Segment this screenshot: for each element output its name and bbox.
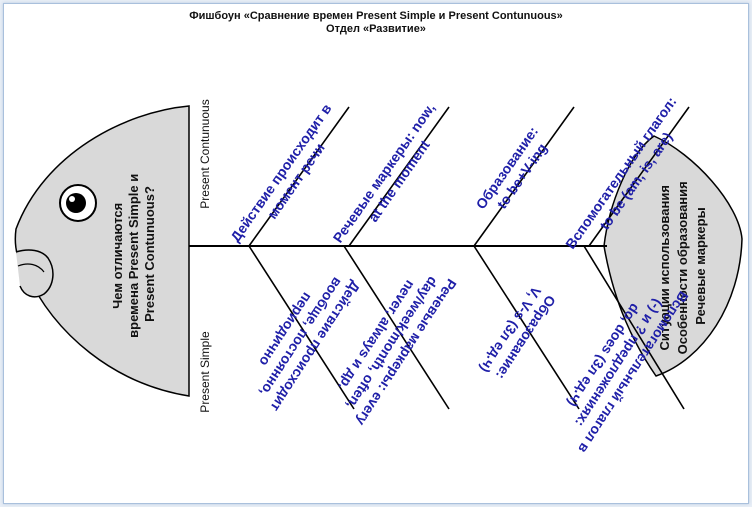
fish-lip-line — [17, 263, 45, 273]
head-question: Чем отличаются времена Present Simple и … — [110, 170, 157, 338]
title-line-1: Фишбоун «Сравнение времен Present Simple… — [189, 10, 563, 22]
top-bones — [248, 106, 690, 247]
fish-eye-pupil — [66, 193, 86, 213]
bottom-bone-4 — [583, 245, 685, 410]
head-question-line-2: времена Present Simple и — [126, 174, 141, 338]
bottom-bones — [248, 245, 685, 410]
category-bottom-label: Present Simple — [198, 331, 212, 413]
fish-mouth — [15, 249, 54, 298]
bottom-bone-3 — [473, 245, 580, 410]
top-bone-1 — [248, 106, 350, 247]
fishbone-diagram: Чем отличаются времена Present Simple и … — [14, 94, 743, 457]
top-bone-4 — [588, 106, 690, 247]
diagram-title: Фишбоун «Сравнение времен Present Simple… — [4, 10, 748, 36]
fish-eye-highlight — [69, 196, 75, 202]
tail-text: Ситуации использования Особенности образ… — [657, 178, 708, 355]
bottom-bone-3-label: Образование: V, V-s (3л ед.ч) — [476, 283, 559, 386]
fish-head — [14, 105, 190, 397]
category-top-label: Present Contunuous — [198, 99, 212, 208]
top-bone-2 — [348, 106, 450, 247]
bottom-bone-1 — [248, 245, 355, 410]
tail-line-1: Ситуации использования — [657, 185, 672, 350]
fish-tail — [603, 135, 743, 377]
top-bone-1-line-1: Действие происходит в — [227, 100, 335, 244]
head-question-line-3: Present Contunuous? — [142, 186, 157, 322]
tail-line-3: Речевые маркеры — [693, 207, 708, 324]
diagram-frame: Фишбоун «Сравнение времен Present Simple… — [3, 3, 749, 504]
top-bone-3 — [473, 106, 575, 247]
top-bone-3-label: Образование: to be+V-ing — [472, 120, 557, 222]
top-bone-2-label: Речевые маркеры: now, at the moment — [330, 97, 455, 255]
bottom-bone-2 — [343, 245, 450, 410]
tail-line-2: Особенности образования — [675, 181, 690, 354]
top-bone-2-line-1: Речевые маркеры: now, — [330, 100, 438, 245]
head-question-line-1: Чем отличаются — [110, 203, 125, 309]
title-line-2: Отдел «Развитие» — [326, 23, 426, 35]
